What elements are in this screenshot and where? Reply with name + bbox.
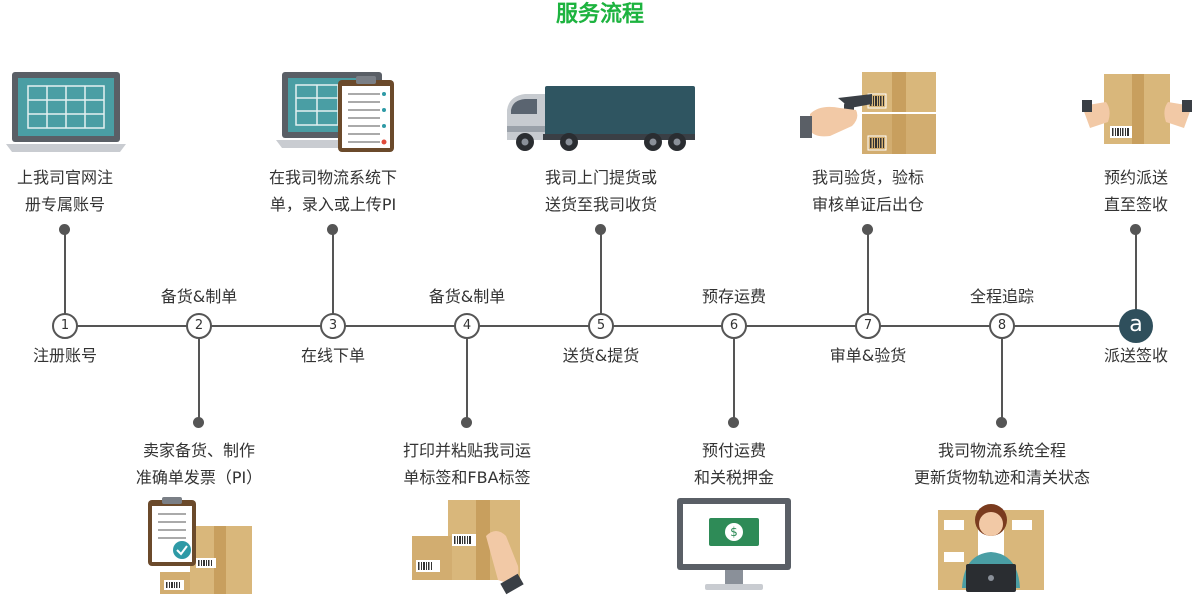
desc-line: 我司物流系统全程 xyxy=(937,441,1066,460)
top-step-desc-3: 我司上门提货或 送货至我司收货 xyxy=(491,164,711,218)
bottom-step-desc-3: 预付运费 和关税押金 xyxy=(624,437,844,491)
step-node-3: 3 xyxy=(320,313,346,339)
stem-down-6 xyxy=(733,326,735,422)
stem-dot-down-4 xyxy=(461,417,472,428)
desc-line: 预付运费 xyxy=(701,441,766,460)
desc-line: 打印并粘贴我司运 xyxy=(402,441,531,460)
step-node-7: 7 xyxy=(855,313,881,339)
step-node-6: 6 xyxy=(721,313,747,339)
step-node-8: 8 xyxy=(989,313,1015,339)
step-node-1: 1 xyxy=(52,313,78,339)
svg-text:$: $ xyxy=(730,525,738,539)
desc-line: 上我司官网注 xyxy=(16,168,113,187)
desc-line: 和关税押金 xyxy=(693,468,774,487)
stem-dot-down-2 xyxy=(193,417,204,428)
desc-line: 在我司物流系统下 xyxy=(268,168,397,187)
desc-line: 直至签收 xyxy=(1103,195,1168,214)
node-label-4: 备货&制单 xyxy=(428,287,506,306)
desc-line: 单标签和FBA标签 xyxy=(403,468,531,487)
stem-dot-up-9 xyxy=(1130,224,1141,235)
node-label-1: 注册账号 xyxy=(32,346,97,365)
stem-up-1 xyxy=(64,230,66,326)
stem-dot-down-8 xyxy=(996,417,1007,428)
agent-laptop-boxes-icon xyxy=(938,504,1044,592)
truck-icon xyxy=(507,86,695,151)
stem-up-9 xyxy=(1135,230,1137,326)
step-node-final: a xyxy=(1119,309,1153,343)
hands-holding-box-icon xyxy=(1082,74,1192,144)
top-step-desc-2: 在我司物流系统下 单，录入或上传PI xyxy=(223,164,443,218)
stem-dot-up-5 xyxy=(595,224,606,235)
stem-dot-up-3 xyxy=(327,224,338,235)
desc-line: 准确单发票（PI） xyxy=(135,468,263,487)
bottom-step-desc-2: 打印并粘贴我司运 单标签和FBA标签 xyxy=(357,437,577,491)
step-node-5: 5 xyxy=(588,313,614,339)
node-label-2: 备货&制单 xyxy=(160,287,238,306)
top-step-desc-4: 我司验货，验标 审核单证后出仓 xyxy=(758,164,978,218)
laptop-clipboard-icon xyxy=(276,72,394,152)
page-title: 服务流程 xyxy=(555,2,644,27)
stem-up-3 xyxy=(332,230,334,326)
node-label-9: 派送签收 xyxy=(1103,346,1168,365)
bottom-step-desc-4: 我司物流系统全程 更新货物轨迹和清关状态 xyxy=(892,437,1112,491)
bottom-step-desc-1: 卖家备货、制作 准确单发票（PI） xyxy=(89,437,309,491)
monitor-money-icon: $ xyxy=(677,498,791,590)
stem-dot-up-7 xyxy=(862,224,873,235)
step-node-2: 2 xyxy=(186,313,212,339)
node-label-8: 全程追踪 xyxy=(969,287,1034,306)
desc-line: 审核单证后出仓 xyxy=(811,195,924,214)
stem-up-5 xyxy=(600,230,602,326)
barcode-scanner-boxes-icon xyxy=(800,72,936,154)
desc-line: 卖家备货、制作 xyxy=(142,441,255,460)
desc-line: 我司验货，验标 xyxy=(811,168,924,187)
top-step-desc-5: 预约派送 直至签收 xyxy=(1026,164,1200,218)
desc-line: 更新货物轨迹和清关状态 xyxy=(913,468,1090,487)
stem-up-7 xyxy=(867,230,869,326)
clipboard-boxes-icon xyxy=(148,497,252,594)
desc-line: 册专属账号 xyxy=(24,195,105,214)
node-label-3: 在线下单 xyxy=(300,346,365,365)
desc-line: 单，录入或上传PI xyxy=(269,195,397,214)
stem-down-4 xyxy=(466,326,468,422)
top-step-desc-1: 上我司官网注 册专属账号 xyxy=(0,164,175,218)
laptop-icon xyxy=(6,72,126,152)
node-label-7: 审单&验货 xyxy=(829,346,907,365)
node-label-5: 送货&提货 xyxy=(562,346,640,365)
stem-down-2 xyxy=(198,326,200,422)
desc-line: 预约派送 xyxy=(1103,168,1168,187)
boxes-hand-icon xyxy=(412,500,524,595)
stem-down-8 xyxy=(1001,326,1003,422)
stem-dot-up-1 xyxy=(59,224,70,235)
desc-line: 我司上门提货或 xyxy=(544,168,657,187)
node-label-6: 预存运费 xyxy=(701,287,766,306)
desc-line: 送货至我司收货 xyxy=(544,195,657,214)
step-node-4: 4 xyxy=(454,313,480,339)
stem-dot-down-6 xyxy=(728,417,739,428)
